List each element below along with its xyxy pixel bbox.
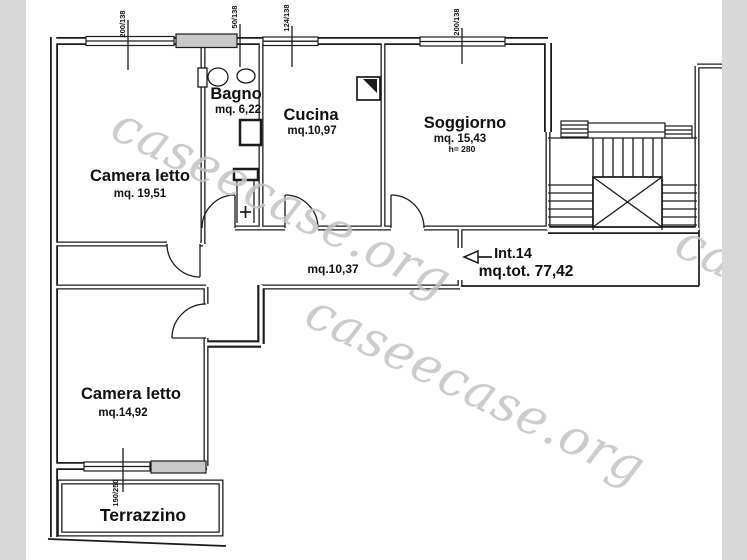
dimension-ticks [122,20,463,492]
unit-total-area: mq.tot. 77,42 [479,263,574,280]
dimension-label-bedroom2-window: 150/250 [111,479,120,506]
room-area-kitchen: mq.10,97 [287,125,336,137]
room-label-kitchen: Cucina [283,106,339,124]
labels: Camera letto mq. 19,51 Bagno mq. 6,22 Cu… [81,4,573,525]
stair-steps-right [662,184,697,226]
wc-tank [197,67,208,88]
wc-bowl [207,67,229,87]
shaft-box-upper [238,118,263,147]
bathroom-window-block [175,33,238,49]
bedroom2-window-block [150,460,207,474]
room-area-bedroom2: mq.14,92 [98,407,147,419]
room-label-bedroom1: Camera letto [90,167,190,185]
stair-steps-left [548,184,593,226]
kitchen-fixtures [356,76,381,101]
stair-window-blocks [560,120,693,139]
boiler-mark [363,79,377,93]
stairwell [462,120,700,287]
paper: Camera letto mq. 19,51 Bagno mq. 6,22 Cu… [26,0,722,560]
room-area-bathroom: mq. 6,22 [215,104,261,116]
living-door-arc [390,194,425,229]
bedroom1-door-arc [166,243,201,278]
hall-step-wall [206,285,263,346]
dimension-label-living-window: 200/138 [452,8,461,35]
shaft-box-lower [232,167,260,182]
dimension-label-bedroom1-window: 200/138 [118,10,127,37]
bedroom2-door-arc [171,303,207,339]
door-arcs [166,194,425,339]
bidet [236,68,256,84]
interior-walls [54,40,722,536]
elevator [592,176,663,228]
entrance-arrow [462,249,492,265]
ground-line [47,538,227,547]
room-label-living: Soggiorno [424,114,506,132]
dimension-label-kitchen-window: 124/138 [282,4,291,31]
room-label-terrace: Terrazzino [100,505,186,525]
hall-step-wall [206,285,265,348]
room-label-bathroom: Bagno [210,85,261,103]
room-label-bedroom2: Camera letto [81,385,181,403]
dimension-label-bathroom-window: 50/138 [230,6,239,29]
room-height-living: h= 280 [449,144,476,154]
room-area-hallway: mq.10,37 [307,262,359,276]
shaft-cross-mark [240,206,251,218]
floorplan-drawing: Camera letto mq. 19,51 Bagno mq. 6,22 Cu… [47,4,722,547]
bathroom-fixtures [197,67,263,223]
room-area-bedroom1: mq. 19,51 [114,188,167,200]
bathroom-door-arc [201,194,236,229]
room-area-living: mq. 15,43 [434,133,486,145]
kitchen-door-arc [284,194,319,229]
unit-id: Int.14 [494,246,532,262]
